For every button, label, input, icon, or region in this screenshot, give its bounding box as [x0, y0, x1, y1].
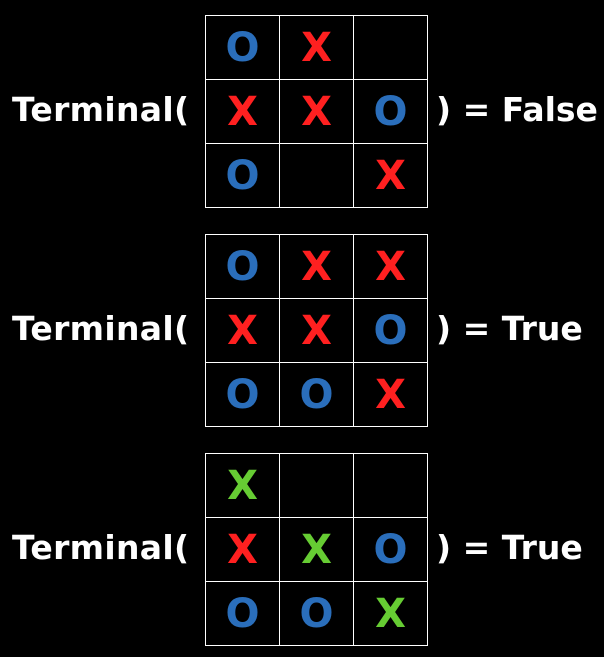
- board-cell: O: [205, 15, 280, 80]
- board-cell: O: [205, 362, 280, 427]
- board-cell: O: [205, 581, 280, 646]
- terminal-label: Terminal(: [12, 528, 190, 567]
- board-cell: X: [353, 581, 428, 646]
- board-cell: O: [353, 79, 428, 144]
- example-2: Terminal( O X X X X O O O X ) = True: [0, 234, 604, 427]
- board-cell: O: [353, 298, 428, 363]
- board-cell: X: [205, 298, 280, 363]
- board-cell: O: [279, 362, 354, 427]
- board-cell: X: [279, 517, 354, 582]
- result-label: ) = False: [436, 90, 598, 129]
- board-cell: X: [279, 298, 354, 363]
- board-cell: X: [353, 143, 428, 208]
- terminal-label: Terminal(: [12, 90, 190, 129]
- board-row: X X O: [205, 79, 428, 144]
- terminal-label: Terminal(: [12, 309, 190, 348]
- board-row: X: [205, 453, 428, 518]
- example-1: Terminal( O X X X O O X ) = False: [0, 15, 604, 208]
- board-row: O O X: [205, 581, 428, 646]
- board-cell: O: [205, 234, 280, 299]
- board-cell: X: [205, 79, 280, 144]
- board-cell: [353, 453, 428, 518]
- result-label: ) = True: [436, 309, 583, 348]
- board-cell: X: [279, 234, 354, 299]
- board-cell: X: [205, 517, 280, 582]
- example-3: Terminal( X X X O O O X ) = True: [0, 453, 604, 646]
- board-2: O X X X X O O O X: [205, 234, 428, 427]
- board-cell: O: [279, 581, 354, 646]
- board-row: X X O: [205, 517, 428, 582]
- result-label: ) = True: [436, 528, 583, 567]
- board-1: O X X X O O X: [205, 15, 428, 208]
- board-cell: [279, 453, 354, 518]
- board-row: O X: [205, 15, 428, 80]
- board-cell: X: [279, 79, 354, 144]
- board-cell: X: [205, 453, 280, 518]
- board-cell: O: [353, 517, 428, 582]
- board-row: X X O: [205, 298, 428, 363]
- board-cell: X: [353, 234, 428, 299]
- board-row: O X X: [205, 234, 428, 299]
- board-cell: O: [205, 143, 280, 208]
- board-cell: X: [353, 362, 428, 427]
- board-cell: [279, 143, 354, 208]
- board-row: O O X: [205, 362, 428, 427]
- board-cell: X: [279, 15, 354, 80]
- board-3: X X X O O O X: [205, 453, 428, 646]
- board-row: O X: [205, 143, 428, 208]
- board-cell: [353, 15, 428, 80]
